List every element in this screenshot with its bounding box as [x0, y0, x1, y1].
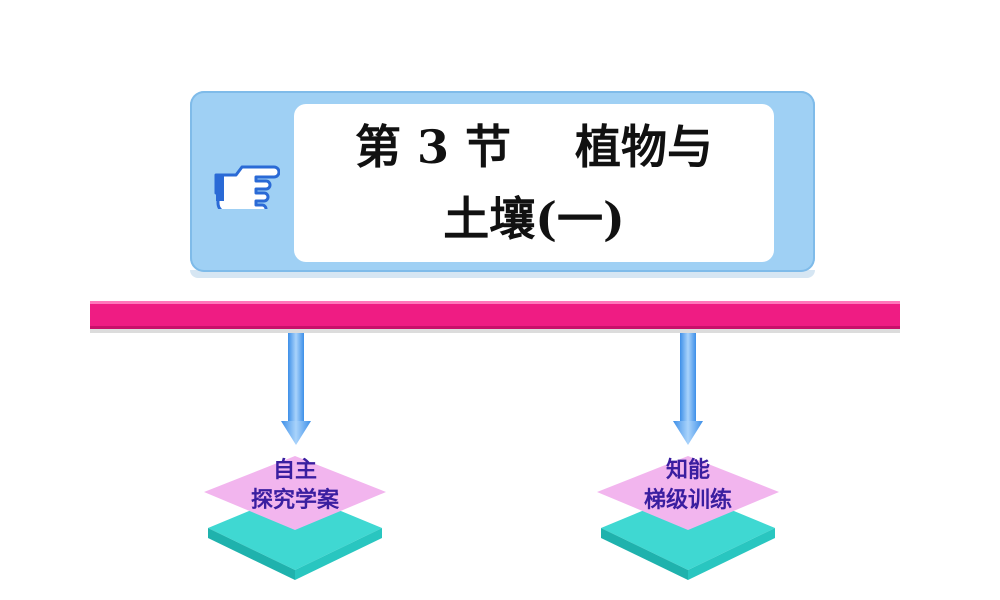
down-arrow-icon — [281, 333, 311, 445]
node-self-study[interactable]: 自主 探究学案 — [200, 452, 390, 582]
node-label-line-2: 梯级训练 — [643, 488, 732, 513]
node-label-line-1: 知能 — [665, 458, 710, 483]
node-tiered-training[interactable]: 知能 梯级训练 — [593, 452, 783, 582]
title-line-1: 第 3 节 植物与 — [354, 120, 714, 174]
down-arrow-icon — [673, 333, 703, 445]
divider-bar — [90, 304, 900, 333]
node-label: 知能 梯级训练 — [593, 456, 783, 516]
title-panel: 第 3 节 植物与 土壤(一) — [294, 104, 774, 262]
diamond-shape — [597, 456, 779, 580]
title-frame: 第 3 节 植物与 土壤(一) — [190, 91, 815, 278]
title-line-2: 土壤(一) — [443, 192, 625, 246]
node-label-line-1: 自主 — [272, 458, 317, 483]
node-label: 自主 探究学案 — [200, 456, 390, 516]
diamond-shape — [204, 456, 386, 580]
pointing-hand-icon — [214, 165, 280, 209]
node-label-line-2: 探究学案 — [250, 488, 339, 513]
